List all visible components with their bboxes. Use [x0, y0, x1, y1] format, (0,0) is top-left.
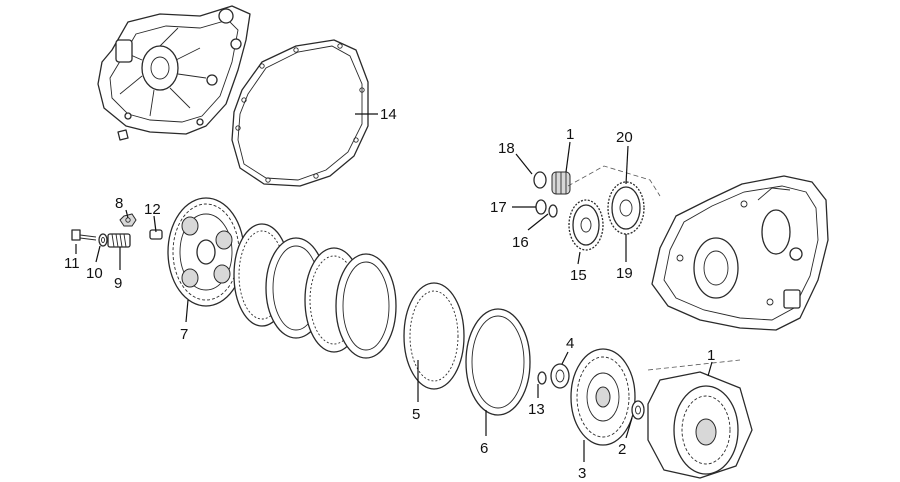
clutch-hub	[570, 348, 636, 446]
callout-14: 14	[380, 106, 397, 123]
callout-1-bottom: 1	[707, 347, 715, 364]
leader-16	[527, 213, 549, 231]
leader-15	[577, 251, 581, 265]
spring-9	[107, 233, 131, 248]
bolt-11	[71, 229, 97, 241]
callout-17: 17	[490, 199, 507, 216]
friction-disc-5	[403, 282, 465, 390]
callout-labels: 14 8 12 11 10 9 7 5 6 13 4 3 2 1 18 1 20…	[64, 106, 715, 482]
clutch-basket	[647, 359, 753, 479]
callout-11: 11	[64, 255, 80, 272]
leader-4	[561, 351, 569, 365]
callout-3: 3	[578, 465, 586, 482]
leader-lines	[75, 113, 713, 462]
washer-4	[550, 363, 570, 389]
leader-1-bottom	[707, 361, 713, 377]
callout-13: 13	[528, 401, 545, 418]
callout-18: 18	[498, 140, 515, 157]
leader-2	[625, 417, 633, 439]
steel-disc-6	[465, 308, 531, 416]
leader-20	[625, 145, 629, 185]
callout-9: 9	[114, 275, 122, 292]
callout-19: 19	[616, 265, 633, 282]
washer-10	[98, 233, 108, 247]
leader-1-top	[565, 141, 571, 173]
cover-gasket	[231, 39, 369, 187]
callout-16: 16	[512, 234, 529, 251]
crankcase	[651, 175, 829, 331]
clutch-cover	[97, 5, 251, 141]
washer-13	[537, 371, 547, 385]
nut-18	[533, 171, 547, 189]
leader-12	[153, 215, 157, 233]
callout-15: 15	[570, 267, 587, 284]
gear-15	[568, 199, 604, 251]
callout-12: 12	[144, 201, 161, 218]
gear-19	[607, 181, 645, 235]
steel-disc-2	[335, 253, 397, 359]
washer-16	[548, 204, 558, 218]
callout-1-top: 1	[566, 126, 574, 143]
nut-17	[535, 199, 547, 215]
spacer-2	[631, 400, 645, 420]
callout-8: 8	[115, 195, 123, 212]
callout-6: 6	[480, 440, 488, 457]
nut-8	[119, 213, 137, 227]
callout-2: 2	[618, 441, 626, 458]
gear-1-top	[551, 171, 571, 195]
pressure-plate	[167, 197, 245, 307]
leader-7	[185, 299, 189, 323]
leader-18	[515, 153, 533, 175]
callout-7: 7	[180, 326, 188, 343]
leader-8	[125, 209, 129, 219]
leader-10	[95, 245, 101, 263]
callout-10: 10	[86, 265, 103, 282]
callout-20: 20	[616, 129, 633, 146]
callout-5: 5	[412, 406, 420, 423]
callout-4: 4	[566, 335, 574, 352]
